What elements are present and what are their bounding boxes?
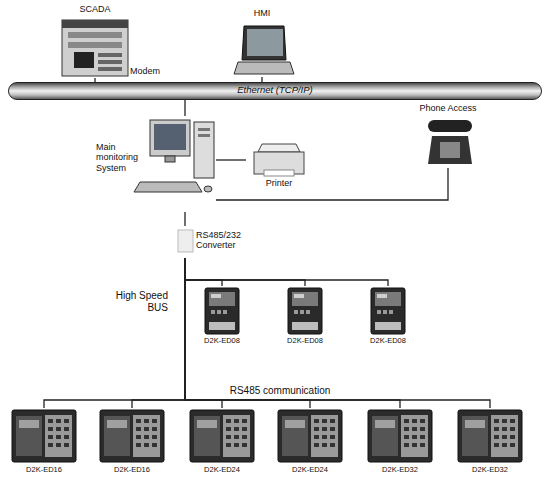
ethernet-bus: Ethernet (TCP/IP) [8,82,542,100]
controller-unit: D2K-ED16 [8,408,80,478]
bus-wire [44,258,185,408]
modem-label: Modem [130,66,160,76]
bus-wire [132,258,185,408]
bus-name: RS485 communication [190,385,370,397]
model-label: D2K-ED16 [96,466,168,475]
telephone [428,120,472,164]
printer-device: Printer [246,140,312,192]
phone-device: Phone Access [406,102,490,168]
model-label: D2K-ED32 [454,466,526,475]
controller-unit: D2K-ED08 [197,286,247,348]
workstation [134,120,214,192]
controller-unit: D2K-ED24 [186,408,258,478]
bus-wire [185,258,400,408]
station-label: Main monitoring System [96,142,146,173]
device-label: Phone Access [406,103,490,113]
bus-wire [185,258,222,408]
converter-device: RS485/232 Converter [170,226,266,258]
scada-station: SCADA Modem [58,4,166,78]
model-label: D2K-ED08 [197,337,247,346]
bus-wire [185,258,490,408]
scada-rack [62,20,128,76]
bus-wire [216,159,246,160]
hmi-station: HMI [232,8,292,77]
bus-wire [185,258,222,286]
bus-wire [184,100,185,116]
bus-label: Ethernet (TCP/IP) [9,85,541,96]
monitoring-station: Main monitoring System [96,116,216,212]
controller-unit: D2K-ED32 [364,408,436,478]
device-label: RS485/232 Converter [196,230,256,251]
model-label: D2K-ED08 [363,337,413,346]
controller-unit: D2K-ED08 [280,286,330,348]
controller-unit: D2K-ED32 [454,408,526,478]
model-label: D2K-ED16 [8,466,80,475]
controller-unit: D2K-ED24 [274,408,346,478]
model-label: D2K-ED24 [274,466,346,475]
ed08-units [205,288,405,334]
controller-unit: D2K-ED16 [96,408,168,478]
ed-units [12,410,522,462]
bus-wire [185,258,305,286]
model-label: D2K-ED08 [280,337,330,346]
converter-box [178,230,193,252]
printer [254,144,304,176]
device-label: Printer [246,178,312,188]
bus-wire [216,168,448,200]
station-label: HMI [232,8,292,18]
bus-name: High Speed BUS [110,290,168,313]
bus-wire [185,258,388,286]
model-label: D2K-ED32 [364,466,436,475]
bus-wire [184,212,185,226]
station-label: SCADA [58,4,132,14]
laptop [234,26,294,74]
model-label: D2K-ED24 [186,466,258,475]
controller-unit: D2K-ED08 [363,286,413,348]
